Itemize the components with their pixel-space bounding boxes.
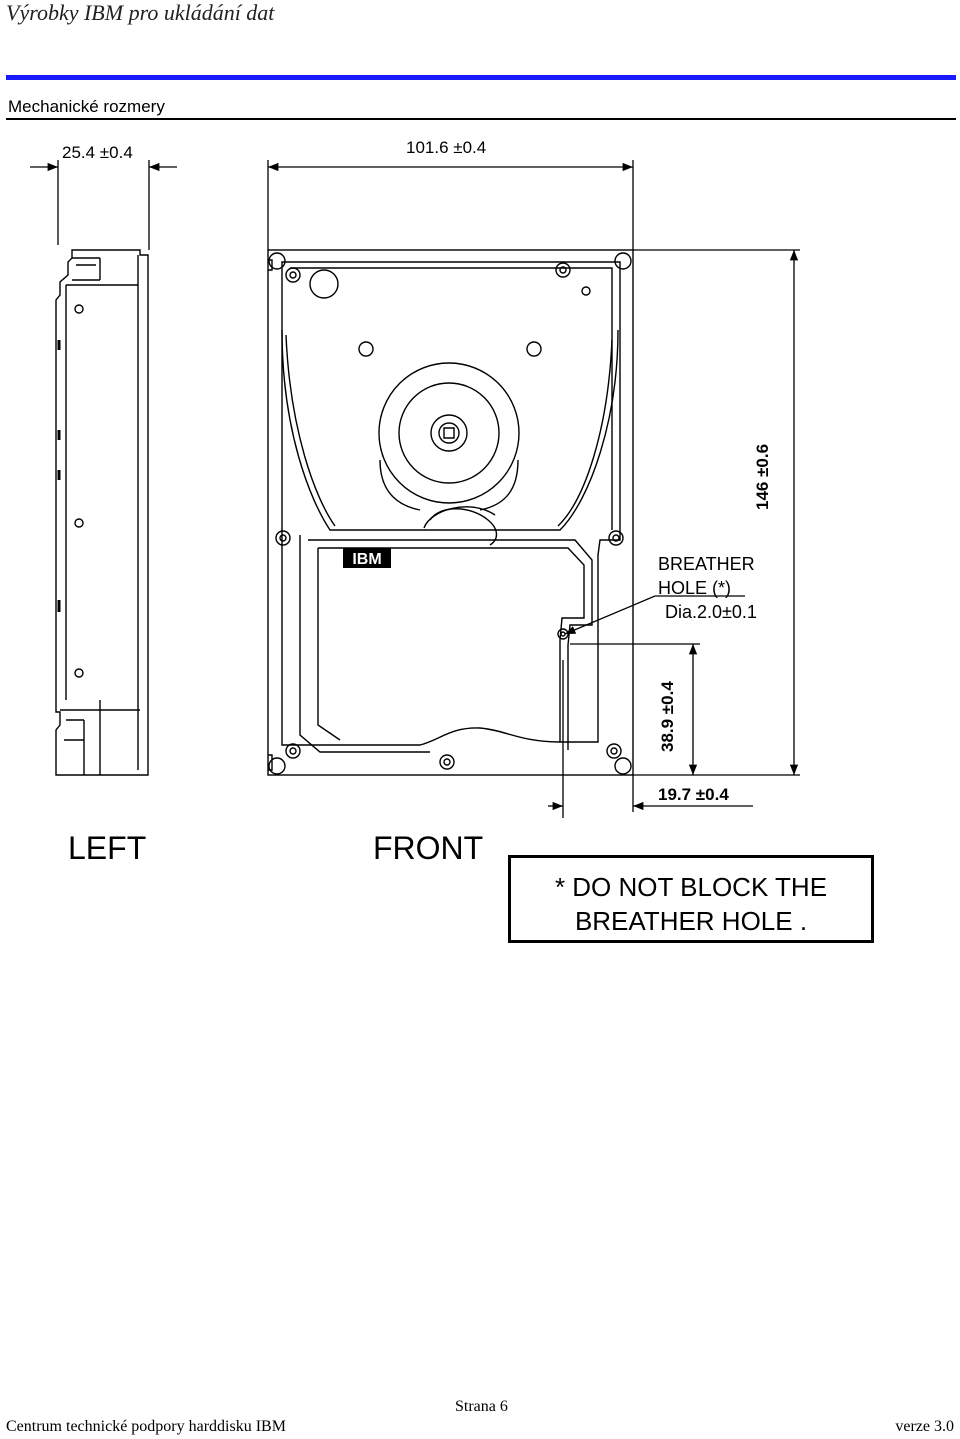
height-label: 146 ±0.6 bbox=[753, 444, 772, 510]
footer-left-text: Centrum technické podpory harddisku IBM bbox=[6, 1418, 286, 1435]
breather-dia-label: Dia.2.0±0.1 bbox=[665, 602, 757, 622]
breather-hole-leader bbox=[564, 595, 745, 635]
hole-x-label: 19.7 ±0.4 bbox=[658, 785, 729, 804]
left-view-label: LEFT bbox=[68, 830, 147, 866]
section-rule bbox=[6, 118, 956, 120]
hdd-mechanical-drawing: 25.4 ±0.4 101.6 ±0.4 146 ±0.6 bbox=[30, 138, 800, 818]
footer-page-number: Strana 6 bbox=[455, 1398, 508, 1415]
front-view-width-dimension bbox=[267, 160, 634, 250]
left-width-label: 25.4 ±0.4 bbox=[62, 143, 133, 162]
front-width-label: 101.6 ±0.4 bbox=[406, 138, 486, 157]
header-rule bbox=[6, 75, 956, 80]
document-header-title: Výrobky IBM pro ukládání dat bbox=[6, 0, 275, 25]
hole-y-label: 38.9 ±0.4 bbox=[658, 681, 677, 752]
hole-y-dimension bbox=[570, 643, 700, 775]
left-view-width-dimension bbox=[30, 160, 177, 250]
section-title: Mechanické rozmery bbox=[8, 97, 165, 116]
warning-line2: BREATHER HOLE . bbox=[574, 906, 808, 936]
ibm-logo-block bbox=[343, 548, 391, 568]
front-view-label: FRONT bbox=[373, 830, 484, 866]
breather-warning-box: * DO NOT BLOCK THE BREATHER HOLE . bbox=[508, 855, 874, 943]
warning-line1: * DO NOT BLOCK THE bbox=[554, 872, 828, 902]
hole-x-dimension bbox=[548, 660, 753, 818]
breather-label-line2: HOLE (*) bbox=[658, 578, 731, 598]
footer-version: verze 3.0 bbox=[895, 1418, 954, 1435]
front-view-height-dimension bbox=[633, 249, 800, 776]
ibm-logo-text: IBM bbox=[352, 551, 381, 568]
breather-label-line1: BREATHER bbox=[658, 554, 755, 574]
left-side-view bbox=[55, 249, 149, 776]
front-view bbox=[267, 249, 634, 776]
